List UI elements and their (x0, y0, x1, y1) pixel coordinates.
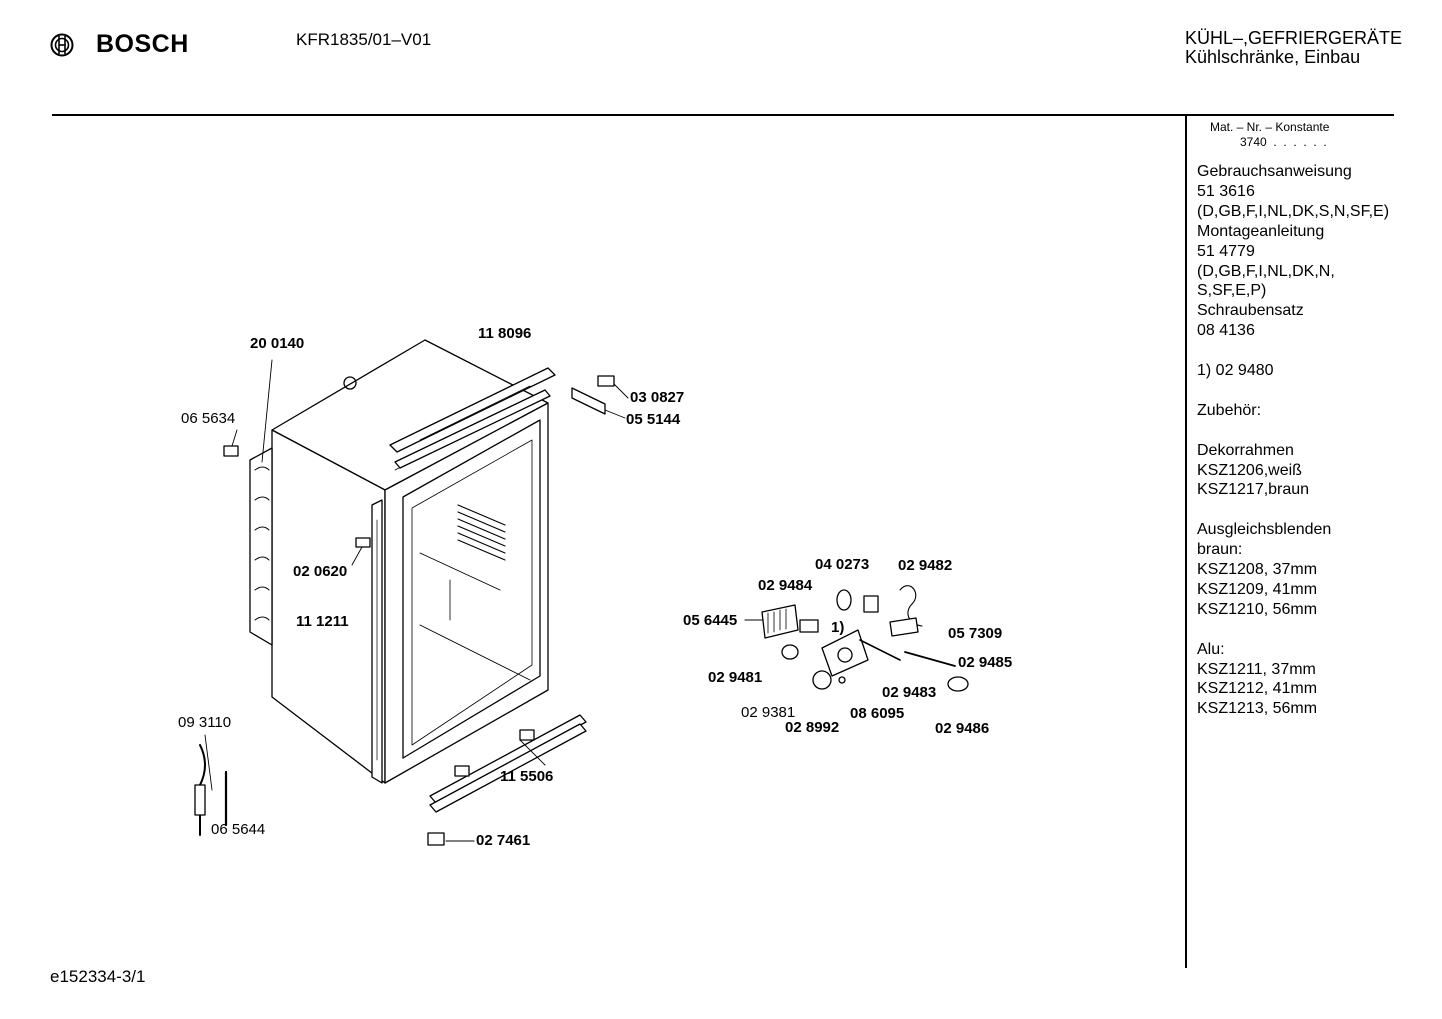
sidebar-line: 08 4136 (1197, 322, 1255, 340)
material-number-value: 3740 . . . . . . (1240, 135, 1327, 149)
cabinet-body (271, 339, 549, 784)
part-label: 02 9486 (935, 720, 990, 737)
sidebar-line: KSZ1211, 37mm (1197, 660, 1316, 678)
part-label: 02 9484 (758, 577, 813, 594)
part-label: 02 9485 (958, 654, 1013, 671)
sidebar-line: Dekorrahmen (1197, 441, 1294, 459)
sidebar-line: Alu: (1197, 640, 1225, 658)
part-label: 09 3110 (178, 714, 232, 731)
part-label: 11 8096 (478, 325, 532, 342)
part-label: 05 6445 (683, 612, 738, 629)
brand-name: BOSCH (96, 30, 189, 58)
part-label: 02 9482 (898, 557, 953, 574)
part-label: 02 9483 (882, 684, 937, 701)
sidebar-line: KSZ1210, 56mm (1197, 600, 1318, 618)
part-label: 06 5634 (181, 410, 236, 427)
evaporator-fins (457, 504, 506, 561)
sidebar-line: S,SF,E,P) (1197, 282, 1267, 300)
sidebar-line: 51 4779 (1197, 242, 1255, 260)
condenser-coil (249, 359, 273, 646)
sidebar-line: Zubehör: (1197, 401, 1262, 419)
sidebar-line (1197, 341, 1389, 361)
sidebar-divider (1185, 116, 1187, 968)
part-label: 05 7309 (948, 625, 1003, 642)
part-label: 02 9381 (741, 704, 796, 721)
temperature-sensor (194, 734, 228, 836)
clip-part (223, 429, 239, 457)
material-number-label: Mat. – Nr. – Konstante (1210, 120, 1330, 134)
header-divider (52, 114, 1394, 116)
part-label: 08 6095 (850, 705, 905, 722)
sidebar-line: Gebrauchsanweisung (1197, 163, 1352, 180)
part-label: 11 5506 (500, 768, 554, 785)
sidebar-notes: Gebrauchsanweisung 51 3616 (D,GB,F,I,NL,… (1197, 162, 1389, 719)
part-label: 02 7461 (476, 832, 531, 849)
sidebar-line: 51 3616 (1197, 182, 1255, 200)
sidebar-line: KSZ1213, 56mm (1197, 700, 1318, 718)
part-label: 02 8992 (785, 719, 840, 736)
exploded-view-drawing (194, 339, 969, 846)
part-label: 06 5644 (211, 821, 266, 838)
category-line-2: Kühlschränke, Einbau (1185, 47, 1361, 67)
bottom-rail (429, 714, 587, 813)
sidebar-line: braun: (1197, 541, 1243, 559)
sidebar-line: KSZ1206,weiß (1197, 461, 1302, 479)
drawing-id: e152334-3/1 (50, 967, 146, 986)
sidebar-line: 1) 02 9480 (1197, 362, 1274, 380)
sidebar-line: KSZ1208, 37mm (1197, 561, 1318, 579)
part-label: 05 5144 (626, 411, 681, 428)
category-title: KÜHL–,GEFRIERGERÄTE Kühlschränke, Einbau (1185, 29, 1402, 67)
part-label: 20 0140 (250, 335, 305, 352)
category-line-1: KÜHL–,GEFRIERGERÄTE (1185, 28, 1403, 48)
sidebar-line: Ausgleichsblenden (1197, 521, 1332, 539)
sidebar-line: KSZ1217,braun (1197, 481, 1310, 499)
door-hinge (571, 375, 629, 419)
bosch-logo: BOSCH (50, 30, 189, 59)
connector-block (427, 832, 475, 846)
sidebar-line (1197, 381, 1389, 401)
bosch-armature-icon (50, 33, 74, 56)
sidebar-line: KSZ1209, 41mm (1197, 580, 1318, 598)
part-label: 03 0827 (630, 389, 685, 406)
sidebar-line (1197, 620, 1389, 640)
sidebar-line: (D,GB,F,I,NL,DK,N, (1197, 262, 1335, 280)
sidebar-line (1197, 421, 1389, 441)
thermostat-assembly (744, 585, 969, 692)
sidebar-line: Schraubensatz (1197, 302, 1304, 320)
top-rail (389, 367, 556, 469)
sidebar-line (1197, 500, 1389, 520)
sidebar-line: (D,GB,F,I,NL,DK,S,N,SF,E) (1197, 202, 1390, 220)
part-label: 11 1211 (296, 613, 349, 630)
door-clip (351, 537, 371, 566)
side-rail (371, 499, 383, 784)
sidebar-line: Montageanleitung (1197, 222, 1325, 240)
part-label: 02 9481 (708, 669, 763, 686)
model-number: KFR1835/01–V01 (296, 30, 432, 49)
part-label: 04 0273 (815, 556, 870, 573)
part-label: 1) (831, 619, 845, 636)
sidebar-line: KSZ1212, 41mm (1197, 680, 1318, 698)
part-label: 02 0620 (293, 563, 348, 580)
